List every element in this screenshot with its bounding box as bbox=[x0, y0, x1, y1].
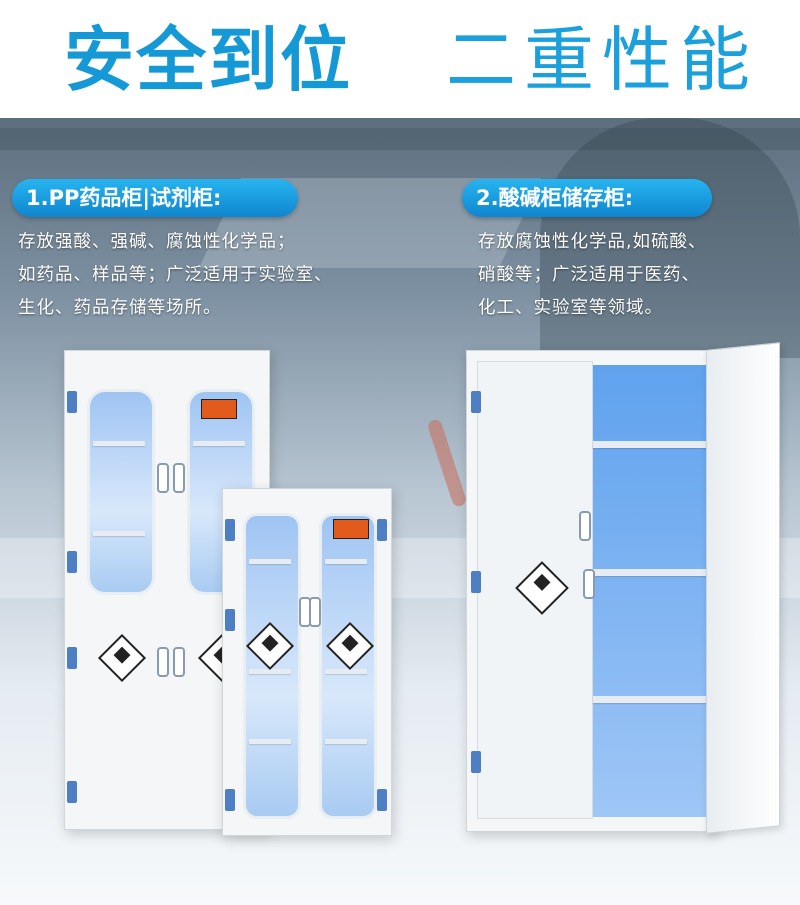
shelf bbox=[93, 441, 145, 446]
door-hinge bbox=[225, 519, 235, 541]
feature-2-line-2: 硝酸等；广泛适用于医药、 bbox=[478, 265, 700, 285]
door-hinge bbox=[67, 551, 77, 573]
door-handle bbox=[157, 463, 169, 493]
shelf bbox=[593, 569, 707, 576]
shelf bbox=[249, 559, 291, 564]
glass-door-left bbox=[87, 389, 155, 595]
shelf bbox=[193, 441, 245, 446]
lab-ceiling-beam bbox=[0, 128, 800, 150]
feature-1-line-2: 如药品、样品等；广泛适用于实验室、 bbox=[18, 265, 333, 285]
headline-safety: 安全到位 bbox=[64, 19, 352, 101]
door-handle bbox=[173, 463, 185, 493]
door-handle bbox=[583, 569, 595, 599]
door-hinge bbox=[471, 571, 481, 593]
door-handle bbox=[309, 597, 321, 627]
lab-scientist-silhouette bbox=[540, 118, 800, 358]
door-hinge bbox=[67, 781, 77, 803]
door-hinge bbox=[377, 789, 387, 811]
warning-label bbox=[201, 399, 237, 419]
product-scene: 1.PP药品柜|试剂柜: 存放强酸、强碱、腐蚀性化学品； 如药品、样品等；广泛适… bbox=[0, 118, 800, 905]
door-hinge bbox=[225, 789, 235, 811]
headline-performance: 二重性能 bbox=[446, 19, 758, 101]
acid-alkali-cabinet bbox=[466, 350, 718, 832]
shelf bbox=[593, 696, 707, 703]
shelf bbox=[593, 441, 707, 448]
corrosive-hazard-icon bbox=[97, 633, 147, 683]
feature-2-line-1: 存放腐蚀性化学品,如硫酸、 bbox=[478, 232, 707, 252]
door-hinge bbox=[471, 391, 481, 413]
door-hinge bbox=[471, 751, 481, 773]
warning-label bbox=[333, 519, 369, 539]
door-hinge bbox=[67, 647, 77, 669]
shelf bbox=[93, 531, 145, 536]
shelf bbox=[249, 669, 291, 674]
door-handle bbox=[157, 647, 169, 677]
feature-2-title: 2.酸碱柜储存柜: bbox=[462, 179, 712, 217]
shelf bbox=[325, 739, 367, 744]
feature-1-line-1: 存放强酸、强碱、腐蚀性化学品； bbox=[18, 232, 296, 252]
headline: 安全到位 二重性能 bbox=[0, 0, 800, 118]
shelf bbox=[325, 669, 367, 674]
feature-1-line-3: 生化、药品存储等场所。 bbox=[18, 298, 222, 318]
door-handle bbox=[579, 511, 591, 541]
feature-2-line-3: 化工、实验室等领域。 bbox=[478, 298, 663, 318]
cabinet-interior bbox=[593, 365, 707, 817]
acid-alkali-open-door bbox=[706, 342, 780, 834]
door-hinge bbox=[225, 609, 235, 631]
shelf bbox=[325, 559, 367, 564]
door-handle bbox=[173, 647, 185, 677]
pp-cabinet-small bbox=[222, 488, 392, 836]
door-hinge bbox=[67, 391, 77, 413]
door-hinge bbox=[377, 519, 387, 541]
feature-1-title: 1.PP药品柜|试剂柜: bbox=[12, 179, 298, 217]
lab-test-tube bbox=[426, 418, 468, 508]
shelf bbox=[249, 739, 291, 744]
